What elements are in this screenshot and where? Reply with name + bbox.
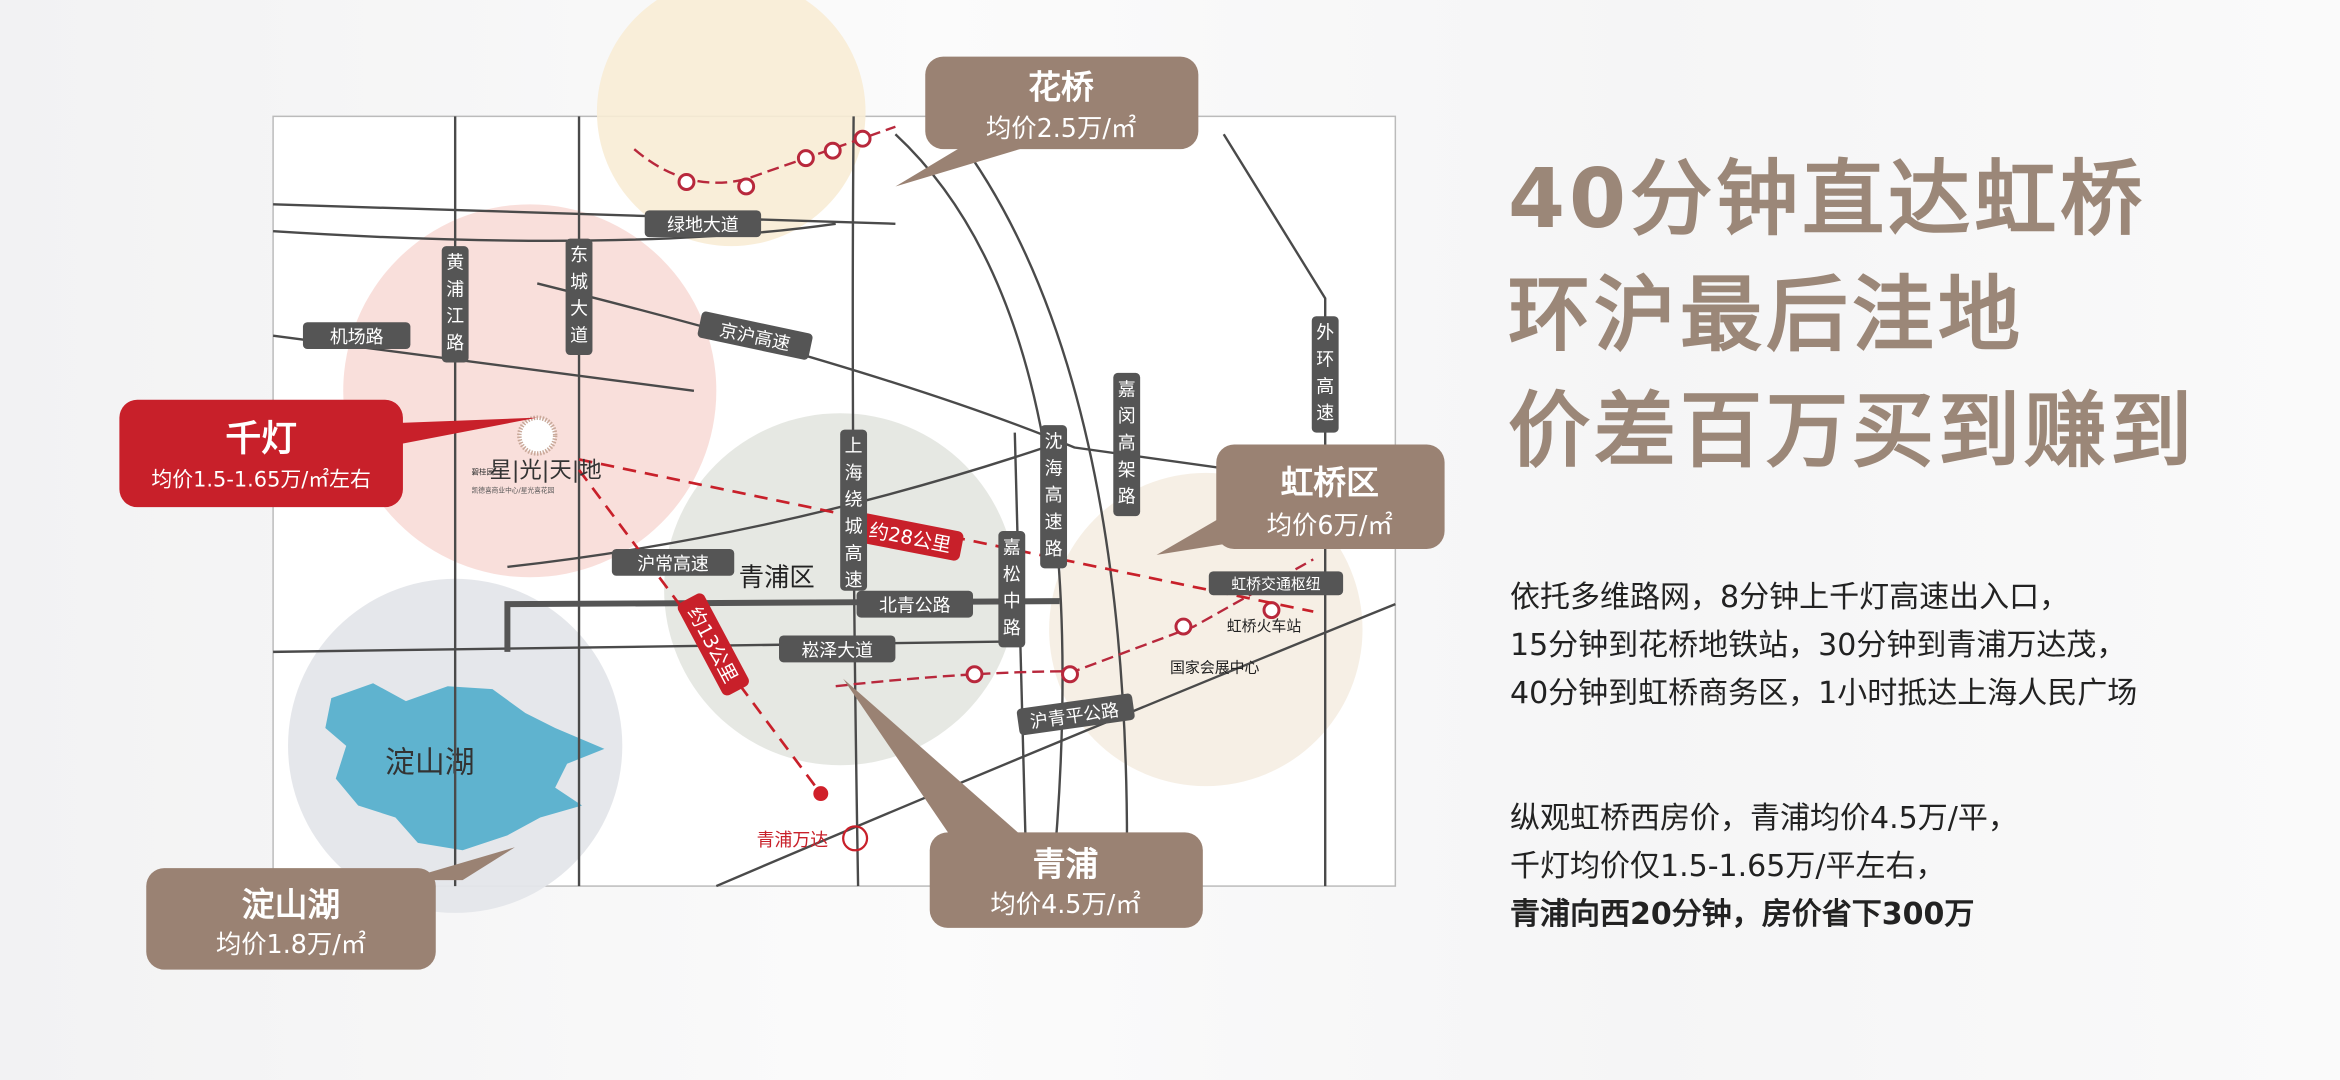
svg-text:均价1.5-1.65万/㎡左右: 均价1.5-1.65万/㎡左右 — [151, 467, 371, 491]
metro-icons — [677, 129, 1281, 684]
svg-text:均价6万/㎡: 均价6万/㎡ — [1267, 510, 1393, 540]
project-logo: 碧桂园 星|光|天|地 凯德喜商业中心/星光喜花园 — [472, 415, 602, 494]
text-line: 依托多维路网，8分钟上千灯高速出入口， — [1510, 580, 2070, 615]
callout-qingpu: 青浦 均价4.5万/㎡ — [843, 678, 1203, 928]
headline-line-1: 40分钟直达虹桥 — [1508, 152, 2147, 247]
lake-shape — [325, 683, 605, 851]
text-line: 15分钟到花桥地铁站，30分钟到青浦万达茂， — [1510, 628, 2127, 663]
road-labels-vertical: 黄浦江路 东城大道 上海绕城高速 嘉松中路 沈海高速路 嘉闵高架路 外环高速 — [441, 238, 1339, 648]
description-paragraph-1: 依托多维路网，8分钟上千灯高速出入口， 15分钟到花桥地铁站，30分钟到青浦万达… — [1510, 574, 2137, 718]
svg-text:青浦: 青浦 — [1033, 846, 1099, 884]
callout-dianshanhu: 淀山湖 均价1.8万/㎡ — [146, 847, 515, 970]
huaqiao-area — [596, 0, 866, 247]
expo-label: 国家会展中心 — [1170, 659, 1260, 677]
station-label: 虹桥火车站 — [1227, 617, 1302, 635]
qingpu-district-label: 青浦区 — [739, 562, 815, 592]
headline-line-2: 环沪最后洼地 — [1508, 268, 2025, 363]
road-labels-horizontal: 绿地大道 机场路 京沪高速 沪常高速 北青公路 崧泽大道 沪青平公路 — [302, 210, 1135, 736]
qiandeng-area — [343, 204, 717, 578]
callout-huaqiao: 花桥 均价2.5万/㎡ — [895, 56, 1199, 187]
svg-text:嘉松中路: 嘉松中路 — [1003, 537, 1021, 639]
lake-label: 淀山湖 — [385, 746, 475, 781]
callout-qiandeng: 千灯 均价1.5-1.65万/㎡左右 — [119, 399, 538, 508]
svg-text:北青公路: 北青公路 — [879, 596, 951, 617]
text-line: 千灯均价仅1.5-1.65万/平左右， — [1510, 849, 1946, 884]
text-line: 纵观虹桥西房价，青浦均价4.5万/平， — [1510, 801, 2018, 836]
svg-text:均价4.5万/㎡: 均价4.5万/㎡ — [990, 889, 1140, 919]
roads — [272, 116, 1396, 888]
headline-line-3: 价差百万买到赚到 — [1508, 384, 2197, 479]
highlight-text: 青浦向西20分钟，房价省下300万 — [1510, 897, 1975, 932]
svg-text:绿地大道: 绿地大道 — [667, 215, 739, 236]
callout-hongqiao: 虹桥区 均价6万/㎡ — [1156, 444, 1445, 555]
svg-text:均价1.8万/㎡: 均价1.8万/㎡ — [216, 929, 366, 959]
svg-text:沈海高速路: 沈海高速路 — [1045, 432, 1063, 560]
svg-text:机场路: 机场路 — [330, 327, 384, 348]
svg-text:星|光|天|地: 星|光|天|地 — [489, 457, 601, 483]
svg-text:沪常高速: 沪常高速 — [637, 554, 709, 575]
hub-label: 虹桥交通枢纽 — [1231, 575, 1321, 593]
svg-text:均价2.5万/㎡: 均价2.5万/㎡ — [986, 113, 1136, 143]
svg-text:花桥: 花桥 — [1028, 68, 1094, 106]
svg-text:凯德喜商业中心/星光喜花园: 凯德喜商业中心/星光喜花园 — [472, 485, 555, 494]
svg-text:东城大道: 东城大道 — [570, 245, 588, 347]
svg-text:淀山湖: 淀山湖 — [242, 886, 340, 924]
svg-text:碧桂园: 碧桂园 — [472, 466, 494, 476]
svg-text:虹桥区: 虹桥区 — [1280, 464, 1378, 502]
svg-text:崧泽大道: 崧泽大道 — [801, 640, 873, 661]
wanda-dot — [813, 786, 829, 802]
hub-label-bg — [1208, 571, 1344, 596]
wanda-label: 青浦万达 — [757, 830, 829, 851]
svg-text:黄浦江路: 黄浦江路 — [446, 253, 464, 355]
svg-text:千灯: 千灯 — [225, 419, 297, 460]
description-paragraph-2: 纵观虹桥西房价，青浦均价4.5万/平， 千灯均价仅1.5-1.65万/平左右， … — [1510, 795, 2018, 939]
text-line: 40分钟到虹桥商务区，1小时抵达上海人民广场 — [1510, 676, 2138, 711]
svg-text:外环高速: 外环高速 — [1316, 323, 1334, 425]
wanda-logo-icon — [842, 825, 869, 852]
svg-text:上海绕城高速: 上海绕城高速 — [845, 436, 863, 591]
svg-text:嘉闵高架路: 嘉闵高架路 — [1118, 379, 1136, 507]
